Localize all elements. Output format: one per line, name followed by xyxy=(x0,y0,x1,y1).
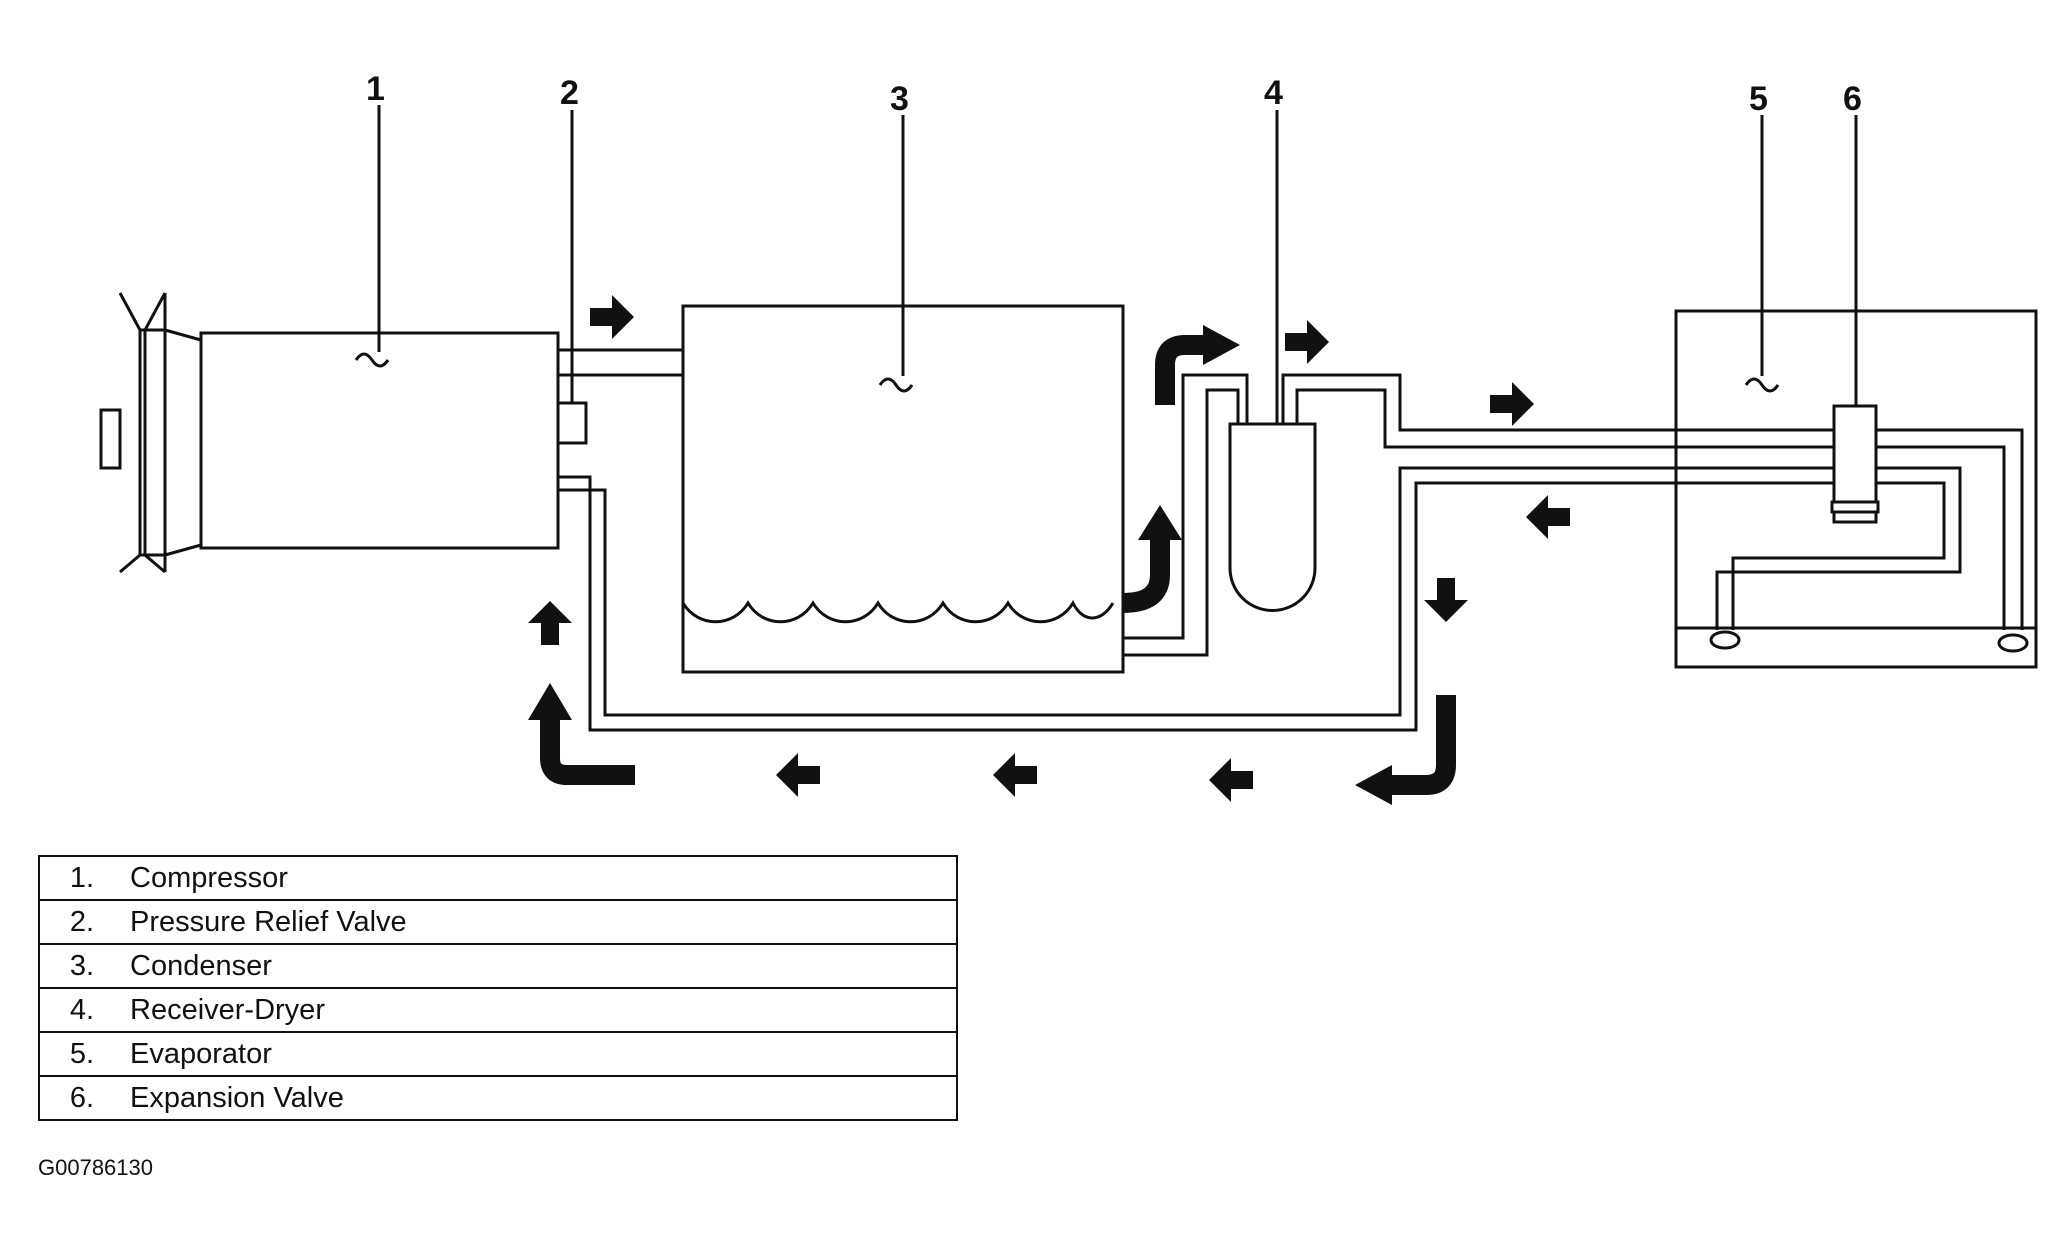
legend-row: 4. Receiver-Dryer xyxy=(38,987,958,1033)
legend-label: Condenser xyxy=(130,949,272,982)
callout-2: 2 xyxy=(560,74,579,112)
callout-6: 6 xyxy=(1843,80,1862,118)
figure-id: G00786130 xyxy=(38,1155,153,1180)
legend-number: 4. xyxy=(69,993,94,1026)
legend-number: 6. xyxy=(69,1081,94,1114)
legend-row: 6. Expansion Valve xyxy=(38,1075,958,1121)
legend-label: Evaporator xyxy=(130,1037,272,1070)
curved-flow-arrows xyxy=(540,335,1456,795)
compressor xyxy=(99,292,560,574)
callout-3: 3 xyxy=(890,80,909,118)
legend-row: 3. Condenser xyxy=(38,943,958,989)
legend-row: 5. Evaporator xyxy=(38,1031,958,1077)
legend-label: Expansion Valve xyxy=(130,1081,344,1114)
refrigerant-lines xyxy=(558,348,2029,732)
expansion-valve xyxy=(1830,404,1880,524)
legend-number: 3. xyxy=(69,949,94,982)
legend-number: 1. xyxy=(69,861,94,894)
legend-label: Receiver-Dryer xyxy=(130,993,325,1026)
arrow-heads xyxy=(528,325,1392,805)
legend-row: 2. Pressure Relief Valve xyxy=(38,899,958,945)
legend-label: Compressor xyxy=(130,861,288,894)
legend-table: 1. Compressor 2. Pressure Relief Valve 3. C… xyxy=(38,855,958,1121)
callout-4: 4 xyxy=(1264,74,1283,112)
leader-lines xyxy=(377,105,1858,424)
receiver-dryer xyxy=(1228,422,1317,612)
legend-number: 2. xyxy=(69,905,94,938)
callout-5: 5 xyxy=(1749,80,1768,118)
pressure-relief-valve xyxy=(556,401,588,445)
callout-1: 1 xyxy=(366,70,385,108)
legend-label: Pressure Relief Valve xyxy=(130,905,407,938)
legend-number: 5. xyxy=(69,1037,94,1070)
legend-row: 1. Compressor xyxy=(38,855,958,901)
